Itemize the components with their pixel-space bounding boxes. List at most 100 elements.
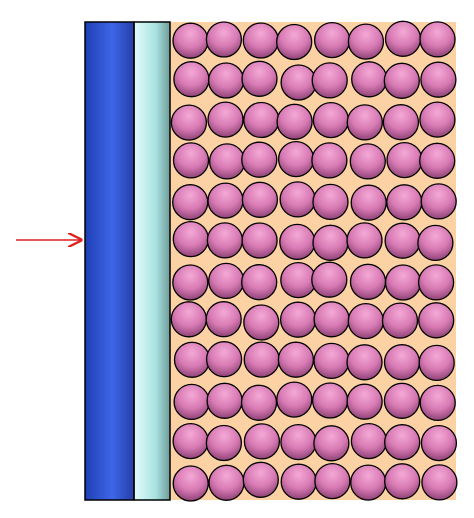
particle-sphere <box>350 422 388 460</box>
particle-sphere <box>207 62 245 99</box>
particle-sphere <box>276 103 313 140</box>
particle-sphere <box>347 23 385 60</box>
particle-sphere <box>173 383 210 421</box>
particle-sphere <box>205 21 243 58</box>
particle-sphere <box>384 424 421 461</box>
particle-sphere <box>386 184 423 221</box>
particle-sphere <box>280 261 317 299</box>
particle-sphere <box>312 183 349 221</box>
particle-sphere <box>276 381 313 418</box>
particle-sphere <box>172 142 210 179</box>
particle-sphere <box>205 301 242 338</box>
particle-sphere <box>208 464 245 501</box>
particle-sphere <box>279 223 316 261</box>
particle-sphere <box>384 20 422 57</box>
particle-sphere <box>383 62 420 99</box>
particle-sphere <box>279 181 316 218</box>
particle-sphere <box>417 224 454 262</box>
particle-sphere <box>421 464 458 501</box>
particle-sphere <box>313 425 350 462</box>
particle-sphere <box>276 23 313 61</box>
particle-sphere <box>173 341 211 378</box>
particle-group <box>170 20 458 502</box>
particle-sphere <box>350 184 387 221</box>
particle-sphere <box>243 101 280 139</box>
particle-sphere <box>419 142 456 179</box>
particle-sphere <box>280 64 317 101</box>
particle-sphere <box>311 62 348 99</box>
particle-sphere <box>312 101 350 139</box>
particle-sphere <box>311 382 349 419</box>
particle-sphere <box>277 341 315 378</box>
particle-sphere <box>312 224 349 261</box>
particle-sphere <box>346 383 383 420</box>
particle-sphere <box>173 61 210 98</box>
particle-sphere <box>241 222 278 259</box>
particle-sphere <box>240 384 278 421</box>
particle-sphere <box>243 304 280 341</box>
particle-sphere <box>277 140 315 178</box>
particle-sphere <box>172 422 209 460</box>
particle-sphere <box>386 141 423 179</box>
particle-sphere <box>420 183 457 220</box>
particle-sphere <box>172 184 209 221</box>
particle-sphere <box>172 22 209 59</box>
cyan-layer-border <box>133 21 171 501</box>
particle-sphere <box>170 301 207 338</box>
particle-sphere <box>172 264 209 301</box>
particle-sphere <box>243 341 280 378</box>
particle-sphere <box>383 382 421 419</box>
particle-sphere <box>280 423 317 461</box>
particle-sphere <box>351 61 388 98</box>
cyan-layer <box>134 22 170 500</box>
particle-sphere <box>419 101 456 138</box>
particle-sphere <box>418 344 455 382</box>
particle-sphere <box>381 302 419 339</box>
particle-sphere <box>382 104 420 141</box>
particle-sphere <box>170 104 208 141</box>
particle-sphere <box>350 464 387 501</box>
particle-sphere <box>172 220 209 258</box>
particle-layer-background <box>170 22 456 500</box>
particle-sphere <box>208 143 246 180</box>
particle-sphere <box>241 60 278 97</box>
particle-sphere <box>418 302 455 339</box>
particle-sphere <box>349 143 386 180</box>
particle-sphere <box>241 181 279 218</box>
particle-sphere <box>417 264 455 301</box>
particle-sphere <box>313 21 351 59</box>
particle-sphere <box>205 341 243 378</box>
particle-sphere <box>314 462 351 500</box>
particle-sphere <box>384 222 421 259</box>
particle-sphere <box>346 104 383 141</box>
particle-sphere <box>242 461 279 498</box>
particle-sphere <box>420 424 458 462</box>
particle-sphere <box>280 463 317 500</box>
particle-sphere <box>243 423 281 460</box>
particle-sphere <box>349 263 387 300</box>
particle-sphere <box>207 101 244 138</box>
particle-sphere <box>205 424 243 462</box>
particle-sphere <box>172 465 209 502</box>
blue-layer <box>85 22 134 500</box>
particle-sphere <box>347 302 384 340</box>
particle-sphere <box>242 22 279 59</box>
particle-sphere <box>346 344 383 381</box>
particle-sphere <box>346 222 383 259</box>
particle-sphere <box>279 301 317 338</box>
particle-sphere <box>208 262 245 300</box>
particle-sphere <box>207 182 244 219</box>
particle-sphere <box>241 264 278 301</box>
particle-sphere <box>419 21 456 58</box>
particle-sphere <box>311 142 348 179</box>
particle-sphere <box>313 342 350 380</box>
particle-sphere <box>384 463 421 500</box>
particle-sphere <box>384 264 422 301</box>
particle-sphere <box>420 61 457 98</box>
particle-sphere <box>241 141 278 178</box>
particle-sphere <box>206 222 244 259</box>
particle-sphere <box>419 384 456 422</box>
particle-sphere <box>383 344 421 381</box>
particle-sphere <box>206 382 243 419</box>
